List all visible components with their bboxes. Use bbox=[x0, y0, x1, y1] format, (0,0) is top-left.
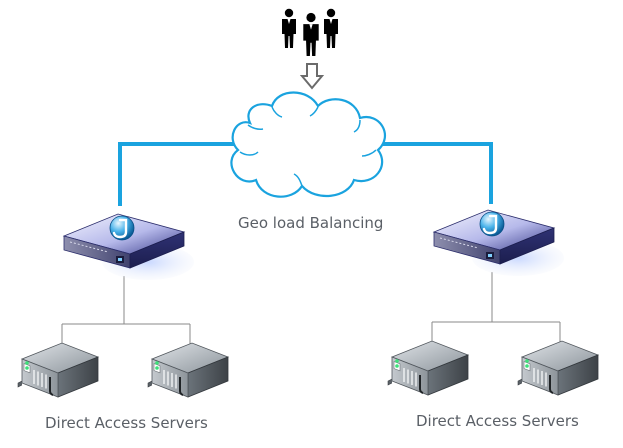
tree-left bbox=[61, 276, 191, 346]
direct-access-servers-label-left: Direct Access Servers bbox=[45, 414, 208, 432]
load-balancer-icon-right bbox=[432, 208, 566, 278]
uplink-left bbox=[118, 142, 244, 206]
direct-access-servers-label-right: Direct Access Servers bbox=[416, 412, 579, 430]
tree-right bbox=[431, 272, 561, 344]
server-icon-right-2 bbox=[517, 340, 599, 396]
uplink-right bbox=[378, 142, 493, 204]
cloud-icon bbox=[230, 91, 386, 198]
load-balancer-icon-left bbox=[62, 212, 196, 282]
users-icon bbox=[282, 8, 338, 56]
server-icon-left-2 bbox=[147, 342, 229, 398]
geo-load-balancing-label: Geo load Balancing bbox=[238, 214, 384, 232]
server-icon-left-1 bbox=[17, 342, 99, 398]
arrow-down-icon bbox=[299, 63, 325, 90]
server-icon-right-1 bbox=[387, 340, 469, 396]
